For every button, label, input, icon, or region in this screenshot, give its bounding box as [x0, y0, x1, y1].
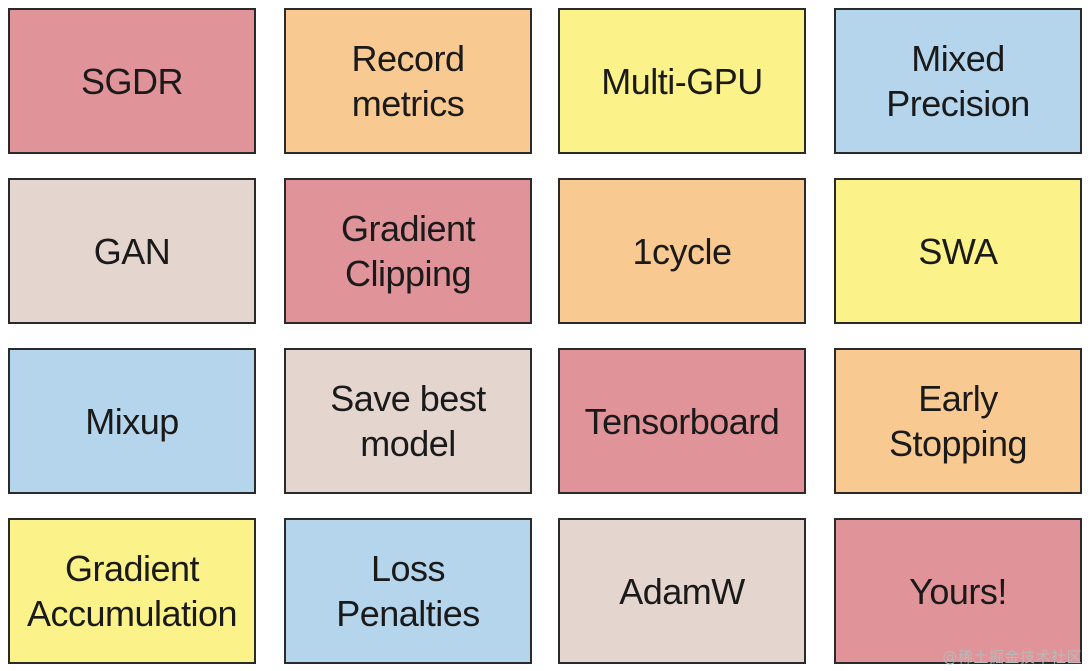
tile-mixup: Mixup — [8, 348, 256, 494]
tile-record-metrics: Record metrics — [284, 8, 532, 154]
tile-label: AdamW — [619, 570, 745, 612]
tile-1cycle: 1cycle — [558, 178, 806, 324]
tile-label: Tensorboard — [584, 400, 780, 442]
tile-label: GAN — [93, 230, 171, 272]
tile-label: Multi-GPU — [601, 60, 763, 102]
tile-label: Yours! — [909, 570, 1007, 612]
tile-label: SWA — [918, 230, 998, 272]
tile-label: Mixup — [85, 400, 179, 442]
tile-mixed-precision: Mixed Precision — [834, 8, 1082, 154]
tile-gradient-accumulation: Gradient Accumulation — [8, 518, 256, 664]
tile-label: 1cycle — [632, 230, 732, 272]
tile-gradient-clipping: Gradient Clipping — [284, 178, 532, 324]
tile-label: SGDR — [80, 60, 184, 102]
tile-early-stopping: Early Stopping — [834, 348, 1082, 494]
tile-label: Early Stopping — [888, 378, 1028, 464]
tile-yours: Yours! — [834, 518, 1082, 664]
tile-label: Gradient Clipping — [340, 208, 476, 294]
tile-loss-penalties: Loss Penalties — [284, 518, 532, 664]
tile-gan: GAN — [8, 178, 256, 324]
tile-save-best-model: Save best model — [284, 348, 532, 494]
tile-label: Save best model — [330, 378, 486, 464]
tile-label: Loss Penalties — [336, 548, 480, 634]
tile-tensorboard: Tensorboard — [558, 348, 806, 494]
tile-sgdr: SGDR — [8, 8, 256, 154]
tile-label: Mixed Precision — [886, 38, 1030, 124]
tile-adamw: AdamW — [558, 518, 806, 664]
watermark: @稀土掘金技术社区 — [942, 648, 1082, 666]
tile-label: Gradient Accumulation — [26, 548, 238, 634]
tile-multi-gpu: Multi-GPU — [558, 8, 806, 154]
tile-swa: SWA — [834, 178, 1082, 324]
tile-label: Record metrics — [351, 38, 465, 124]
